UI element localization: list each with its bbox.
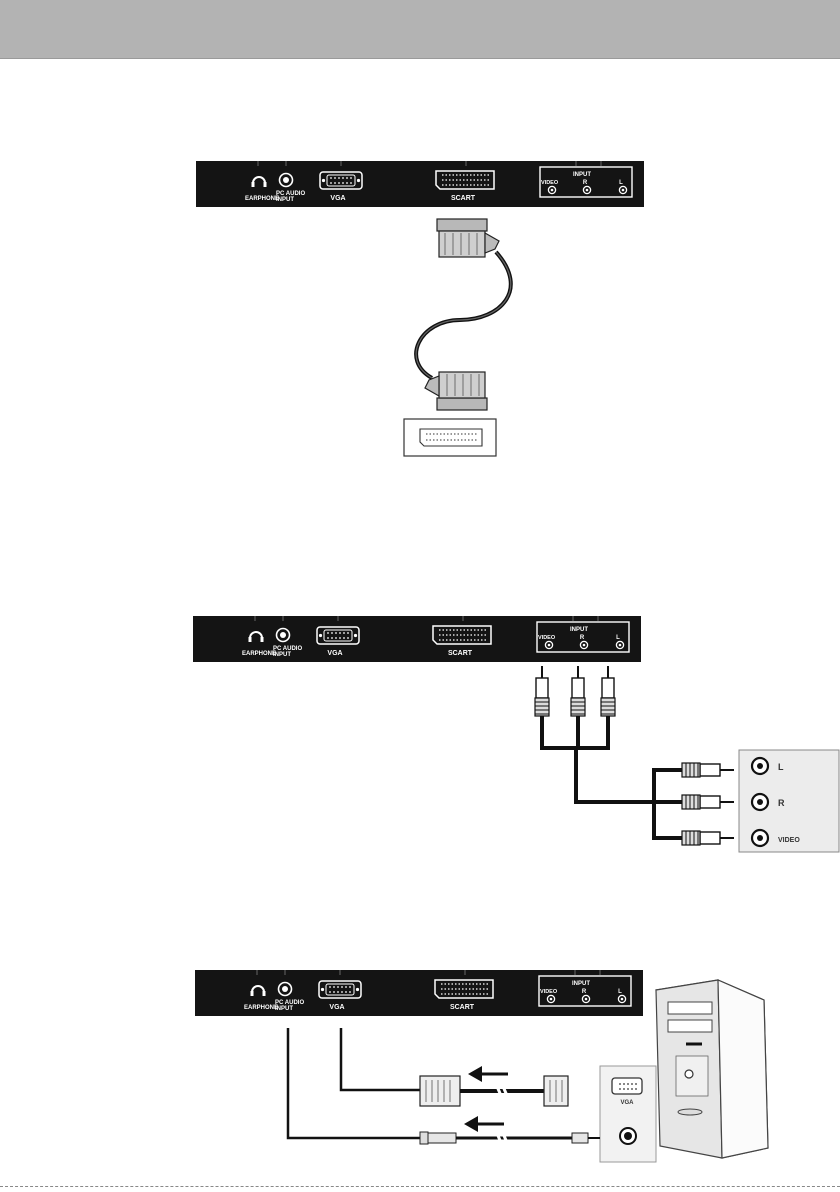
earphone-label: EARPHONE	[245, 196, 279, 202]
l-label: L	[618, 989, 622, 995]
external-scart-socket	[404, 419, 496, 456]
scart-label: SCART	[448, 650, 473, 657]
tv-panel-pc-diagram: EARPHONE PC AUDIO INPUT VGA SCART INPUT …	[195, 970, 643, 1016]
pc-audio-label-2: INPUT	[276, 197, 294, 203]
vga-cable	[341, 1028, 568, 1106]
r-label: R	[582, 989, 587, 995]
input-label: INPUT	[573, 172, 591, 178]
vga-label: VGA	[330, 195, 345, 202]
earphone-label: EARPHONE	[244, 1005, 278, 1011]
device-r-label: R	[778, 798, 785, 808]
device-video-label: VIDEO	[778, 837, 800, 844]
scart-label: SCART	[450, 1004, 475, 1011]
l-label: L	[616, 635, 620, 641]
r-label: R	[583, 180, 588, 186]
tv-panel-scart-diagram: EARPHONE PC AUDIO INPUT VGA SCART INPUT …	[196, 161, 644, 207]
tv-panel-av-diagram: EARPHONE PC AUDIO INPUT VGA SCART INPUT …	[193, 616, 641, 662]
av-device-panel: L R VIDEO	[739, 750, 839, 852]
vga-label: VGA	[329, 1004, 344, 1011]
pc-tower-illustration	[656, 980, 768, 1158]
video-label: VIDEO	[541, 180, 559, 186]
l-label: L	[619, 180, 623, 186]
input-label: INPUT	[570, 627, 588, 633]
input-label: INPUT	[572, 981, 590, 987]
video-label: VIDEO	[538, 635, 556, 641]
device-l-label: L	[778, 762, 784, 772]
video-label: VIDEO	[540, 989, 558, 995]
r-label: R	[580, 635, 585, 641]
scart-cable	[416, 219, 511, 410]
pc-rear-panel: VGA	[600, 1066, 656, 1162]
vga-label: VGA	[327, 650, 342, 657]
pc-audio-label-2: INPUT	[273, 652, 291, 658]
scart-label: SCART	[451, 195, 476, 202]
pc-vga-label: VGA	[620, 1100, 634, 1106]
bottom-dashed-rule	[0, 1186, 840, 1187]
earphone-label: EARPHONE	[242, 651, 276, 657]
pc-audio-label-2: INPUT	[275, 1006, 293, 1012]
rca-cable	[535, 666, 734, 845]
